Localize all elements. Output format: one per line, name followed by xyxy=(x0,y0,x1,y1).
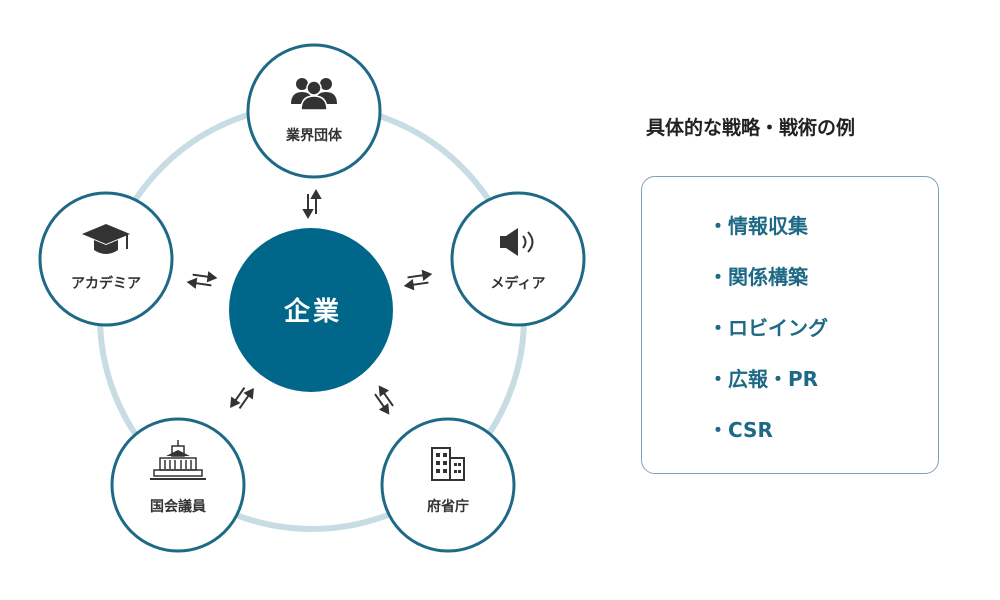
node-academia: アカデミア xyxy=(38,191,174,327)
node-label: アカデミア xyxy=(71,275,141,292)
node-diet: 国会議員 xyxy=(110,417,246,553)
graduation-cap-icon xyxy=(82,224,130,254)
node-industry: 業界団体 xyxy=(246,43,382,179)
megaphone-icon xyxy=(500,228,534,256)
node-ministry: 府省庁 xyxy=(380,417,516,553)
center-label: 企業 xyxy=(284,296,342,327)
diet-building-icon xyxy=(150,440,206,480)
node-media: メディア xyxy=(450,191,586,327)
office-building-icon xyxy=(431,447,465,481)
list-item: ・CSR xyxy=(708,418,773,442)
center-node: 企業 xyxy=(229,228,393,392)
node-label: メディア xyxy=(490,275,545,292)
list-item: ・関係構築 xyxy=(708,265,808,289)
tactics-list: ・情報収集 ・関係構築 ・ロビイング ・広報・PR ・CSR xyxy=(708,211,828,466)
list-item: ・ロビイング xyxy=(708,316,828,340)
arrows-diet xyxy=(230,386,254,410)
node-label: 国会議員 xyxy=(150,498,206,515)
arrows-industry xyxy=(302,188,322,220)
arrows-media xyxy=(403,269,433,291)
list-item: ・情報収集 xyxy=(708,214,808,238)
arrows-ministry xyxy=(374,385,394,415)
relationship-diagram: 企業 業界団体 メディア xyxy=(38,43,586,553)
list-item: ・広報・PR xyxy=(708,367,819,391)
arrows-academia xyxy=(186,271,218,289)
panel-title: 具体的な戦略・戦術の例 xyxy=(646,117,856,139)
node-label: 業界団体 xyxy=(285,127,343,144)
node-label: 府省庁 xyxy=(427,498,469,515)
tactics-box: ・情報収集 ・関係構築 ・ロビイング ・広報・PR ・CSR xyxy=(641,176,939,474)
people-group-icon xyxy=(291,78,337,111)
